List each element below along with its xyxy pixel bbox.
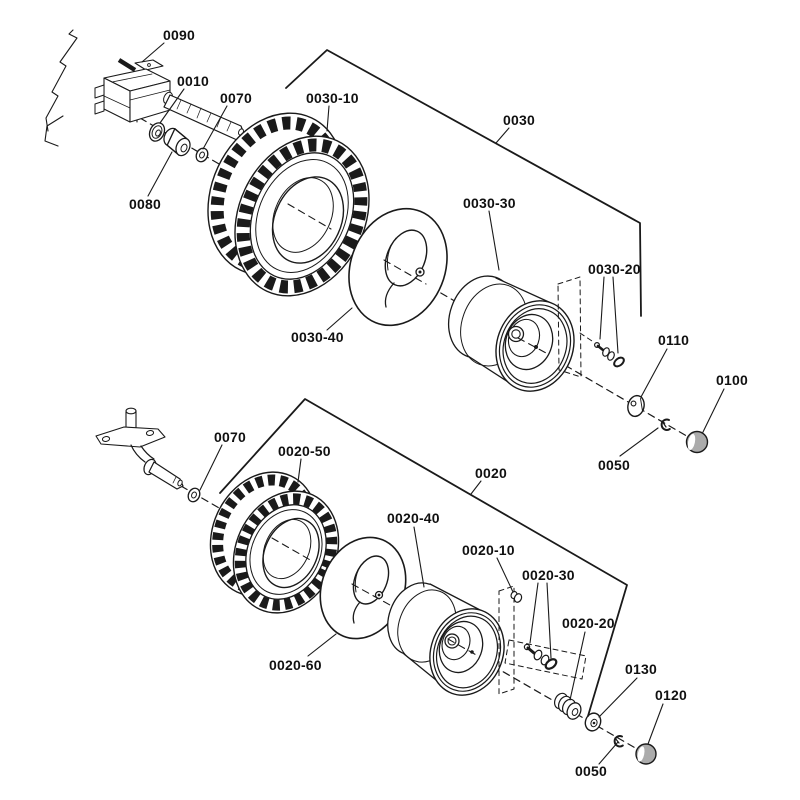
part-label-0030-40[interactable]: 0030-40 — [291, 329, 344, 345]
rim-0030-30 — [448, 275, 575, 392]
part-label-0020[interactable]: 0020 — [475, 465, 507, 481]
part-label-0080[interactable]: 0080 — [129, 196, 161, 212]
spindle-sketch — [95, 407, 184, 490]
part-label-0070-upper[interactable]: 0070 — [220, 90, 252, 106]
part-label-0050-lower[interactable]: 0050 — [575, 763, 607, 779]
washer-0010 — [148, 122, 166, 142]
part-label-0030-30[interactable]: 0030-30 — [463, 195, 516, 211]
part-label-0030-20[interactable]: 0030-20 — [588, 261, 641, 277]
leader-lines — [141, 42, 725, 765]
klik-pin-0030-20 — [593, 342, 615, 361]
part-label-0030-10[interactable]: 0030-10 — [306, 90, 359, 106]
gearbox-sketch — [44, 29, 245, 147]
part-label-0070-lower[interactable]: 0070 — [214, 429, 246, 445]
part-label-0050-upper[interactable]: 0050 — [598, 457, 630, 473]
part-label-0020-40[interactable]: 0020-40 — [387, 510, 440, 526]
axis-redash-segments — [271, 203, 549, 657]
hub-cap-0100 — [685, 430, 709, 454]
group-brackets — [219, 49, 642, 717]
part-label-0020-30[interactable]: 0020-30 — [522, 567, 575, 583]
roll-pin-0090 — [117, 58, 137, 72]
part-label-0020-60[interactable]: 0020-60 — [269, 657, 322, 673]
tube-disc-0020-60 — [319, 536, 407, 640]
part-label-0030[interactable]: 0030 — [503, 112, 535, 128]
washer-0130 — [584, 712, 602, 732]
hub-cap-0120 — [635, 743, 657, 765]
valve-0020-10 — [510, 590, 523, 603]
part-label-0020-50[interactable]: 0020-50 — [278, 443, 331, 459]
spacer-bushing-0080 — [163, 127, 191, 157]
part-label-0110[interactable]: 0110 — [658, 332, 689, 348]
e-ring-0050-upper — [660, 418, 671, 431]
tire-0020-50 — [209, 471, 340, 614]
dashed-construction-lines — [498, 276, 593, 695]
grooved-bushing-0020-20 — [553, 692, 582, 720]
part-label-0100[interactable]: 0100 — [716, 372, 748, 388]
part-label-0120[interactable]: 0120 — [655, 687, 687, 703]
tire-0030-10 — [207, 112, 370, 297]
clip-0030-20 — [613, 356, 625, 368]
part-label-0020-20[interactable]: 0020-20 — [562, 615, 615, 631]
rim-0020-40 — [387, 582, 505, 696]
washer-0070-upper — [195, 147, 209, 163]
part-label-0020-10[interactable]: 0020-10 — [462, 542, 515, 558]
washer-0110 — [627, 394, 645, 418]
part-labels: 0090 0010 0070 0030-10 0030 0080 0030-30… — [129, 27, 748, 779]
tube-disc-0030-40 — [348, 207, 448, 327]
washer-0070-lower — [187, 487, 201, 503]
part-label-0090[interactable]: 0090 — [163, 27, 195, 43]
part-label-0010[interactable]: 0010 — [177, 73, 209, 89]
clip-0020-30 — [544, 658, 558, 670]
part-label-0130[interactable]: 0130 — [625, 661, 657, 677]
shaft-spline-hatching — [176, 99, 232, 132]
